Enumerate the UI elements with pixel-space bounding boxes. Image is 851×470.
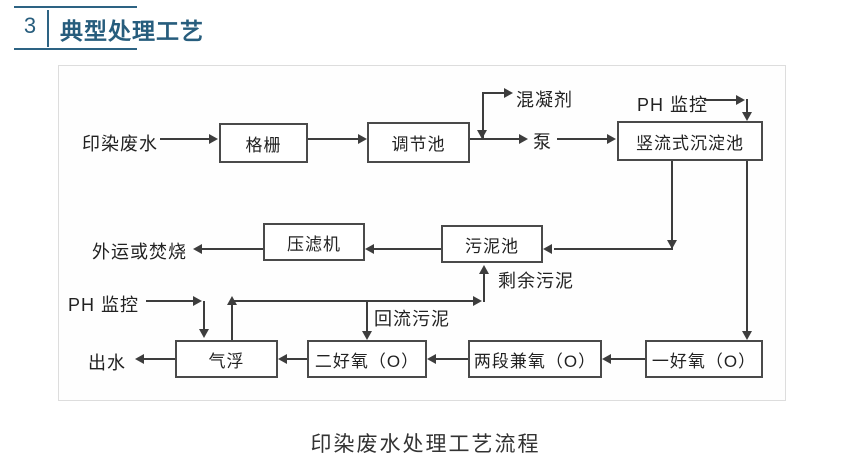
node-sludge-tank: 污泥池 [441,225,543,263]
section-title: 典型处理工艺 [60,18,204,44]
arrow-left-icon [427,354,436,364]
arrow-down-icon [667,240,677,249]
header-divider [47,10,49,47]
arrow-down-icon [199,329,209,338]
header-bottom-rule [14,48,137,50]
arrow-left-icon [193,244,202,254]
arrow-left-icon [543,244,552,254]
connector-excess-sludge-vertical [483,274,485,302]
node-primary-aerobic: 一好氧（O） [645,340,763,378]
arrow-right-icon [519,134,528,144]
connector-ph-top-vertical [746,99,748,113]
diagram-caption: 印染废水处理工艺流程 [310,433,541,456]
connector-flotation-effluent [144,358,175,360]
connector-grille-regulating [308,138,358,140]
arrow-down-icon [477,130,487,139]
arrow-up-icon [227,296,237,305]
arrow-down-icon [742,112,752,121]
label-coagulant: 混凝剂 [516,90,573,110]
arrow-right-icon [736,95,745,105]
label-pump: 泵 [533,132,552,152]
header-top-rule [14,6,137,8]
connector-coagulant-horizontal [482,92,505,94]
arrow-left-icon [278,354,287,364]
arrow-right-icon [504,88,513,98]
connector-influent-grille [160,138,210,140]
connector-regulating-pump [470,138,519,140]
connector-return-sludge-bus [232,300,480,302]
connector-ph-bottom-vertical [203,301,205,331]
arrow-up-icon [479,265,489,274]
node-two-stage-facultative: 两段兼氧（O） [468,340,602,378]
connector-pump-sedimentation [557,138,608,140]
connector-coagulant-vertical [482,94,484,139]
label-ph-monitor-bottom: PH 监控 [68,295,140,315]
connector-twostage-secondary [436,358,468,360]
connector-ph-top-horizontal [704,99,740,101]
arrow-down-icon [362,331,372,340]
node-grille: 格栅 [219,123,308,163]
label-offsite-or-incineration: 外运或焚烧 [92,242,187,262]
label-ph-monitor-top: PH 监控 [637,95,709,115]
connector-flotation-up [231,305,233,340]
arrow-left-icon [135,354,144,364]
arrow-right-icon [209,134,218,144]
node-air-flotation: 气浮 [175,340,278,378]
label-influent: 印染废水 [82,134,158,154]
node-regulating-tank: 调节池 [367,122,470,163]
arrow-right-icon [193,296,202,306]
arrow-left-icon [602,354,611,364]
connector-sedimentation-down-left [671,161,673,249]
label-effluent: 出水 [88,353,126,373]
arrow-right-icon [473,296,482,306]
arrow-left-icon [365,244,374,254]
arrow-right-icon [607,134,616,144]
section-number: 3 [23,13,37,38]
arrow-right-icon [358,134,367,144]
connector-bus-secondary-aerobic [366,301,368,331]
connector-ph-bottom-horizontal [146,300,193,302]
node-secondary-aerobic: 二好氧（O） [307,340,427,378]
arrow-down-icon [742,331,752,340]
connector-secondary-flotation [287,358,307,360]
connector-primary-twostage [611,358,645,360]
label-excess-sludge: 剩余污泥 [498,271,574,291]
connector-to-sludge-tank [554,248,673,250]
connector-sludge-press [374,248,441,250]
node-vertical-flow-sedimentation-tank: 竖流式沉淀池 [617,121,763,161]
connector-press-offsite [202,248,263,250]
label-return-sludge: 回流污泥 [374,309,450,329]
connector-sedimentation-down-right [746,161,748,331]
node-filter-press: 压滤机 [263,223,365,261]
